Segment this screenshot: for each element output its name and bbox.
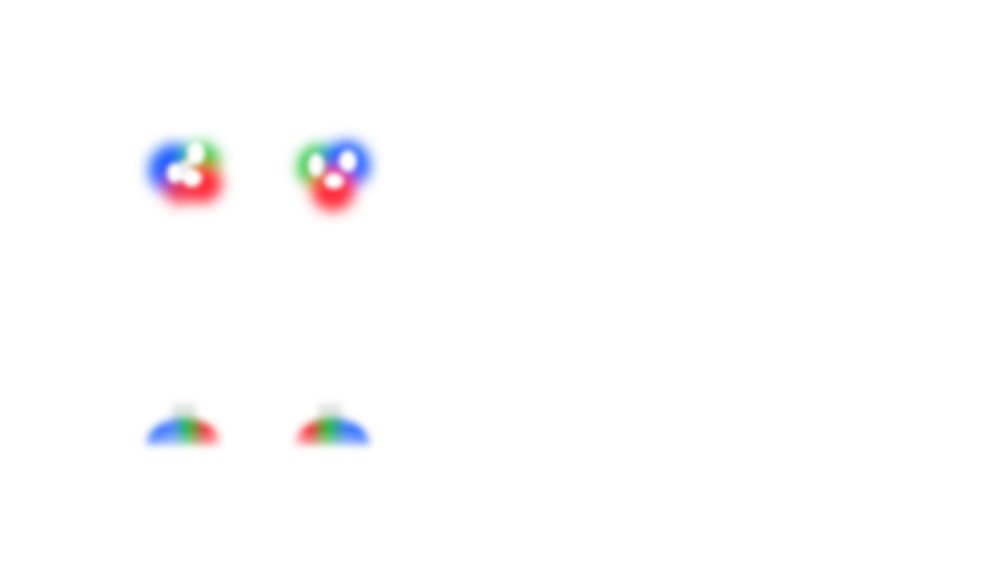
swirl-blob-right bbox=[278, 115, 388, 225]
dome-blob-right bbox=[288, 400, 378, 460]
swirl-blob-left bbox=[130, 115, 240, 225]
dome-blob-left bbox=[140, 400, 230, 460]
